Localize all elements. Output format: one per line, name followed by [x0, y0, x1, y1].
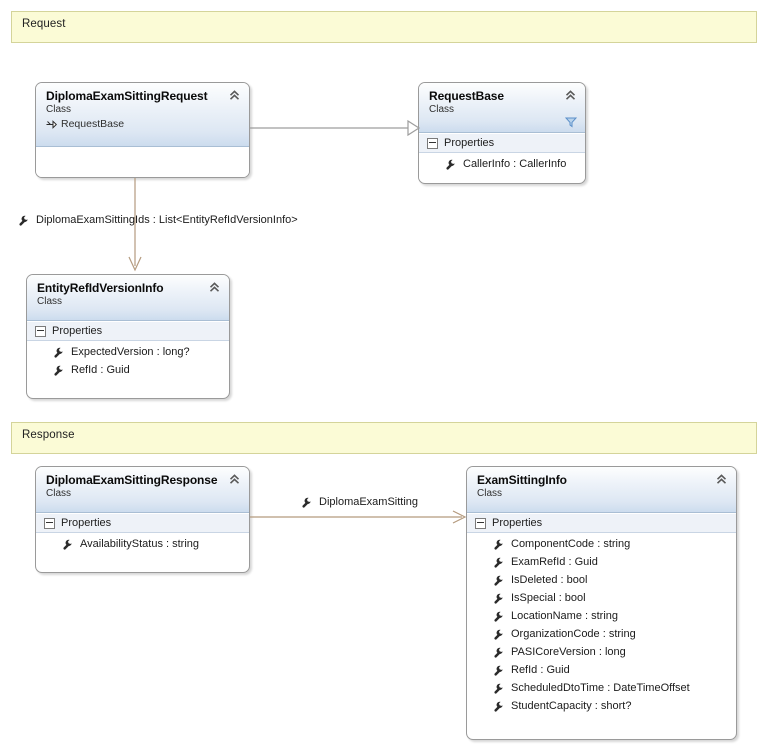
class-members: AvailabilityStatus : string [36, 533, 249, 559]
class-members: CallerInfo : CallerInfo [419, 153, 585, 179]
class-stereotype: Class [429, 104, 455, 115]
class-box-entityrefidversioninfo[interactable]: EntityRefIdVersionInfo Class Properties [26, 274, 230, 399]
wrench-icon [493, 683, 504, 694]
class-section-header[interactable]: Properties [419, 133, 585, 153]
class-base-label: RequestBase [61, 118, 125, 130]
class-box-examsittinginfo[interactable]: ExamSittingInfo Class Properties Compone… [466, 466, 737, 740]
class-section-header[interactable]: Properties [27, 321, 229, 341]
class-title: RequestBase [429, 89, 504, 103]
class-section-title: Properties [61, 517, 112, 529]
wrench-icon [493, 593, 504, 604]
class-stereotype: Class [37, 296, 63, 307]
class-stereotype: Class [477, 488, 503, 499]
class-base-reference: RequestBase [46, 117, 241, 131]
class-member-row[interactable]: ExpectedVersion : long? [27, 343, 229, 361]
minus-box-icon[interactable] [427, 137, 438, 149]
wrench-icon [53, 347, 64, 358]
class-member-label: OrganizationCode : string [511, 628, 636, 640]
class-section-title: Properties [444, 137, 495, 149]
chevron-double-up-icon[interactable] [715, 473, 728, 486]
class-member-row[interactable]: LocationName : string [467, 607, 736, 625]
wrench-icon [493, 647, 504, 658]
class-stereotype: Class [46, 104, 72, 115]
class-title: ExamSittingInfo [477, 473, 567, 487]
minus-box-icon[interactable] [44, 517, 55, 529]
wrench-icon [493, 557, 504, 568]
minus-box-icon[interactable] [35, 325, 46, 337]
class-header: EntityRefIdVersionInfo Class [27, 275, 229, 321]
wrench-icon [493, 611, 504, 622]
class-member-row[interactable]: CallerInfo : CallerInfo [419, 155, 585, 173]
connector-label-diplomaexamsittingids[interactable]: DiplomaExamSittingIds : List<EntityRefId… [18, 214, 298, 226]
minus-box-icon[interactable] [475, 517, 486, 529]
chevron-double-up-icon[interactable] [228, 473, 241, 486]
class-stereotype: Class [46, 488, 72, 499]
wrench-icon [53, 365, 64, 376]
class-title: DiplomaExamSittingResponse [46, 473, 218, 487]
chevron-double-up-icon[interactable] [228, 89, 241, 102]
chevron-double-up-icon[interactable] [564, 89, 577, 102]
class-member-label: StudentCapacity : short? [511, 700, 632, 712]
section-banner-label: Response [22, 429, 75, 441]
section-banner-request[interactable]: Request [11, 11, 757, 43]
connector-label-text: DiplomaExamSittingIds : List<EntityRefId… [36, 214, 298, 226]
class-member-row[interactable]: RefId : Guid [27, 361, 229, 379]
arrow-inherit-icon [46, 119, 58, 130]
class-header: ExamSittingInfo Class [467, 467, 736, 513]
class-title: DiplomaExamSittingRequest [46, 89, 208, 103]
class-member-label: IsSpecial : bool [511, 592, 586, 604]
wrench-icon [493, 629, 504, 640]
class-member-label: AvailabilityStatus : string [80, 538, 200, 550]
wrench-icon [62, 539, 73, 550]
wrench-icon [445, 159, 456, 170]
class-member-row[interactable]: OrganizationCode : string [467, 625, 736, 643]
class-section-title: Properties [52, 325, 103, 337]
wrench-icon [493, 701, 504, 712]
class-header: DiplomaExamSittingResponse Class [36, 467, 249, 513]
connector-label-diplomaexamsitting[interactable]: DiplomaExamSitting [301, 496, 418, 508]
class-member-row[interactable]: ExamRefId : Guid [467, 553, 736, 571]
class-empty-compartment [36, 147, 249, 177]
class-member-label: ExpectedVersion : long? [71, 346, 190, 358]
class-member-label: IsDeleted : bool [511, 574, 588, 586]
class-title: EntityRefIdVersionInfo [37, 281, 164, 295]
class-box-diplomaexamsittingrequest[interactable]: DiplomaExamSittingRequest Class RequestB… [35, 82, 250, 178]
class-box-diplomaexamsittingresponse[interactable]: DiplomaExamSittingResponse Class Propert… [35, 466, 250, 573]
class-member-label: RefId : Guid [71, 364, 130, 376]
class-section-title: Properties [492, 517, 543, 529]
class-section-header[interactable]: Properties [467, 513, 736, 533]
class-members: ExpectedVersion : long? RefId : Guid [27, 341, 229, 385]
class-member-label: PASICoreVersion : long [511, 646, 626, 658]
class-member-row[interactable]: PASICoreVersion : long [467, 643, 736, 661]
class-member-row[interactable]: ComponentCode : string [467, 535, 736, 553]
class-member-row[interactable]: AvailabilityStatus : string [36, 535, 249, 553]
class-member-label: LocationName : string [511, 610, 618, 622]
section-banner-label: Request [22, 18, 66, 30]
wrench-icon [493, 539, 504, 550]
class-member-row[interactable]: StudentCapacity : short? [467, 697, 736, 715]
class-member-label: CallerInfo : CallerInfo [463, 158, 567, 170]
class-member-label: ComponentCode : string [511, 538, 631, 550]
class-member-row[interactable]: IsSpecial : bool [467, 589, 736, 607]
connector-label-text: DiplomaExamSitting [319, 496, 419, 508]
class-header: DiplomaExamSittingRequest Class RequestB… [36, 83, 249, 147]
class-section-header[interactable]: Properties [36, 513, 249, 533]
class-member-label: RefId : Guid [511, 664, 570, 676]
wrench-icon [301, 497, 312, 508]
wrench-icon [493, 665, 504, 676]
class-member-row[interactable]: ScheduledDtoTime : DateTimeOffset [467, 679, 736, 697]
class-member-label: ScheduledDtoTime : DateTimeOffset [511, 682, 690, 694]
section-banner-response[interactable]: Response [11, 422, 757, 454]
wrench-icon [18, 215, 29, 226]
chevron-double-up-icon[interactable] [208, 281, 221, 294]
class-box-requestbase[interactable]: RequestBase Class Properties [418, 82, 586, 184]
class-member-row[interactable]: IsDeleted : bool [467, 571, 736, 589]
class-member-label: ExamRefId : Guid [511, 556, 598, 568]
funnel-icon[interactable] [564, 116, 578, 128]
wrench-icon [493, 575, 504, 586]
class-members: ComponentCode : string ExamRefId : Guid … [467, 533, 736, 721]
class-header: RequestBase Class [419, 83, 585, 133]
class-member-row[interactable]: RefId : Guid [467, 661, 736, 679]
